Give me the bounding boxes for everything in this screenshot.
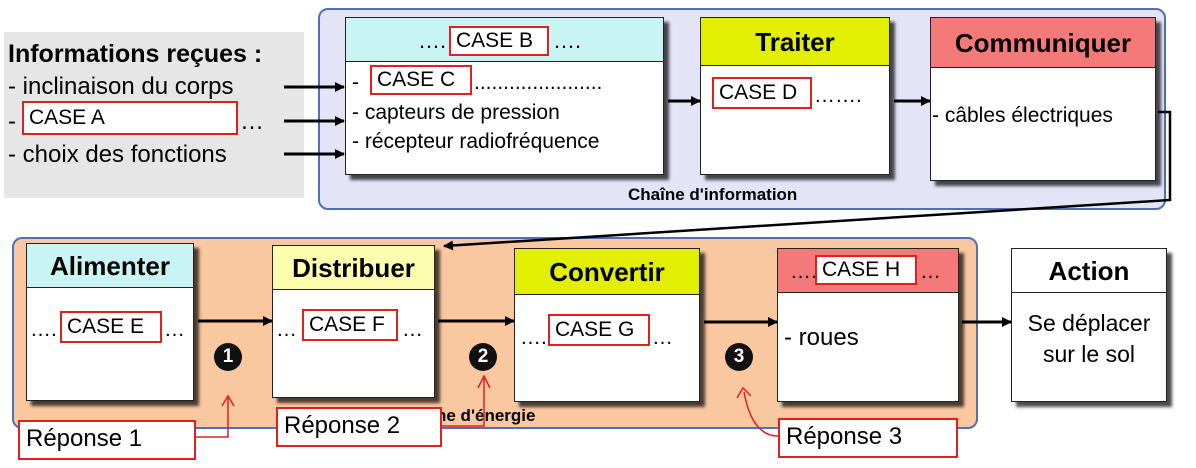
pointer-reponse-3-head (736, 386, 752, 399)
pointer-reponse-2 (442, 378, 485, 427)
number-1-badge: 1 (214, 343, 242, 371)
act-text: - roues (784, 324, 859, 351)
pointer-reponse-1-head (221, 394, 235, 407)
distribute-suffix: … (402, 318, 423, 341)
acquire-head-prefix: …. (418, 28, 447, 53)
communicate-text: - câbles électriques (932, 104, 1113, 127)
info-line-case-a-prefix: - (8, 108, 16, 135)
reponse-3-box[interactable]: Réponse 3 (778, 418, 958, 458)
pointer-reponse-2-head (477, 374, 491, 389)
case-g-box[interactable]: CASE G (548, 314, 650, 346)
info-line-choix: - choix des fonctions (8, 141, 227, 168)
action-title: Action (1012, 249, 1166, 293)
arrow-communicate-distribute (443, 110, 1172, 251)
process-suffix: ……. (814, 84, 862, 107)
action-line1: Se déplacer (1027, 310, 1151, 336)
distribute-card: Distribuer (272, 245, 435, 398)
acquire-line1-suffix: ...................... (474, 71, 603, 94)
energy-chain-label: ne d'énergie (436, 406, 536, 425)
case-c-box[interactable]: CASE C (370, 65, 472, 95)
communicate-title: Communiquer (931, 18, 1155, 68)
acquire-line2: - capteurs de pression (352, 101, 560, 124)
case-b-box[interactable]: CASE B (449, 26, 549, 56)
pointer-reponse-3 (743, 391, 779, 437)
supply-prefix: …. (30, 318, 57, 341)
case-a-box[interactable]: CASE A (22, 101, 238, 135)
supply-suffix: … (164, 318, 185, 341)
pointer-reponse-1 (196, 398, 229, 438)
information-chain-label: Chaîne d'information (628, 185, 798, 204)
process-title: Traiter (701, 18, 889, 66)
case-d-box[interactable]: CASE D (712, 77, 812, 109)
acquire-head-suffix: …. (553, 28, 582, 53)
action-line2: sur le sol (1042, 341, 1136, 367)
case-f-box[interactable]: CASE F (302, 309, 398, 341)
case-e-box[interactable]: CASE E (60, 311, 162, 343)
reponse-1-box[interactable]: Réponse 1 (18, 420, 196, 460)
process-card: Traiter (700, 17, 890, 175)
act-head-suffix: … (920, 260, 941, 283)
convert-suffix: … (652, 326, 673, 349)
number-2-badge: 2 (469, 343, 497, 371)
convert-prefix: …. (520, 326, 547, 349)
distribute-title: Distribuer (273, 246, 434, 290)
act-head-prefix: …. (790, 260, 817, 283)
convert-title: Convertir (515, 249, 699, 295)
case-h-box[interactable]: CASE H (815, 255, 917, 285)
number-3-badge: 3 (725, 343, 753, 371)
info-line-inclinaison: - inclinaison du corps (8, 73, 234, 100)
reponse-2-box[interactable]: Réponse 2 (276, 407, 442, 447)
info-title: Informations reçues : (8, 40, 263, 68)
distribute-prefix: … (276, 318, 297, 341)
acquire-line3: - récepteur radiofréquence (352, 130, 600, 153)
info-line-case-a-suffix: … (240, 108, 264, 135)
acquire-line1-prefix: - (352, 71, 359, 94)
supply-title: Alimenter (27, 244, 193, 288)
